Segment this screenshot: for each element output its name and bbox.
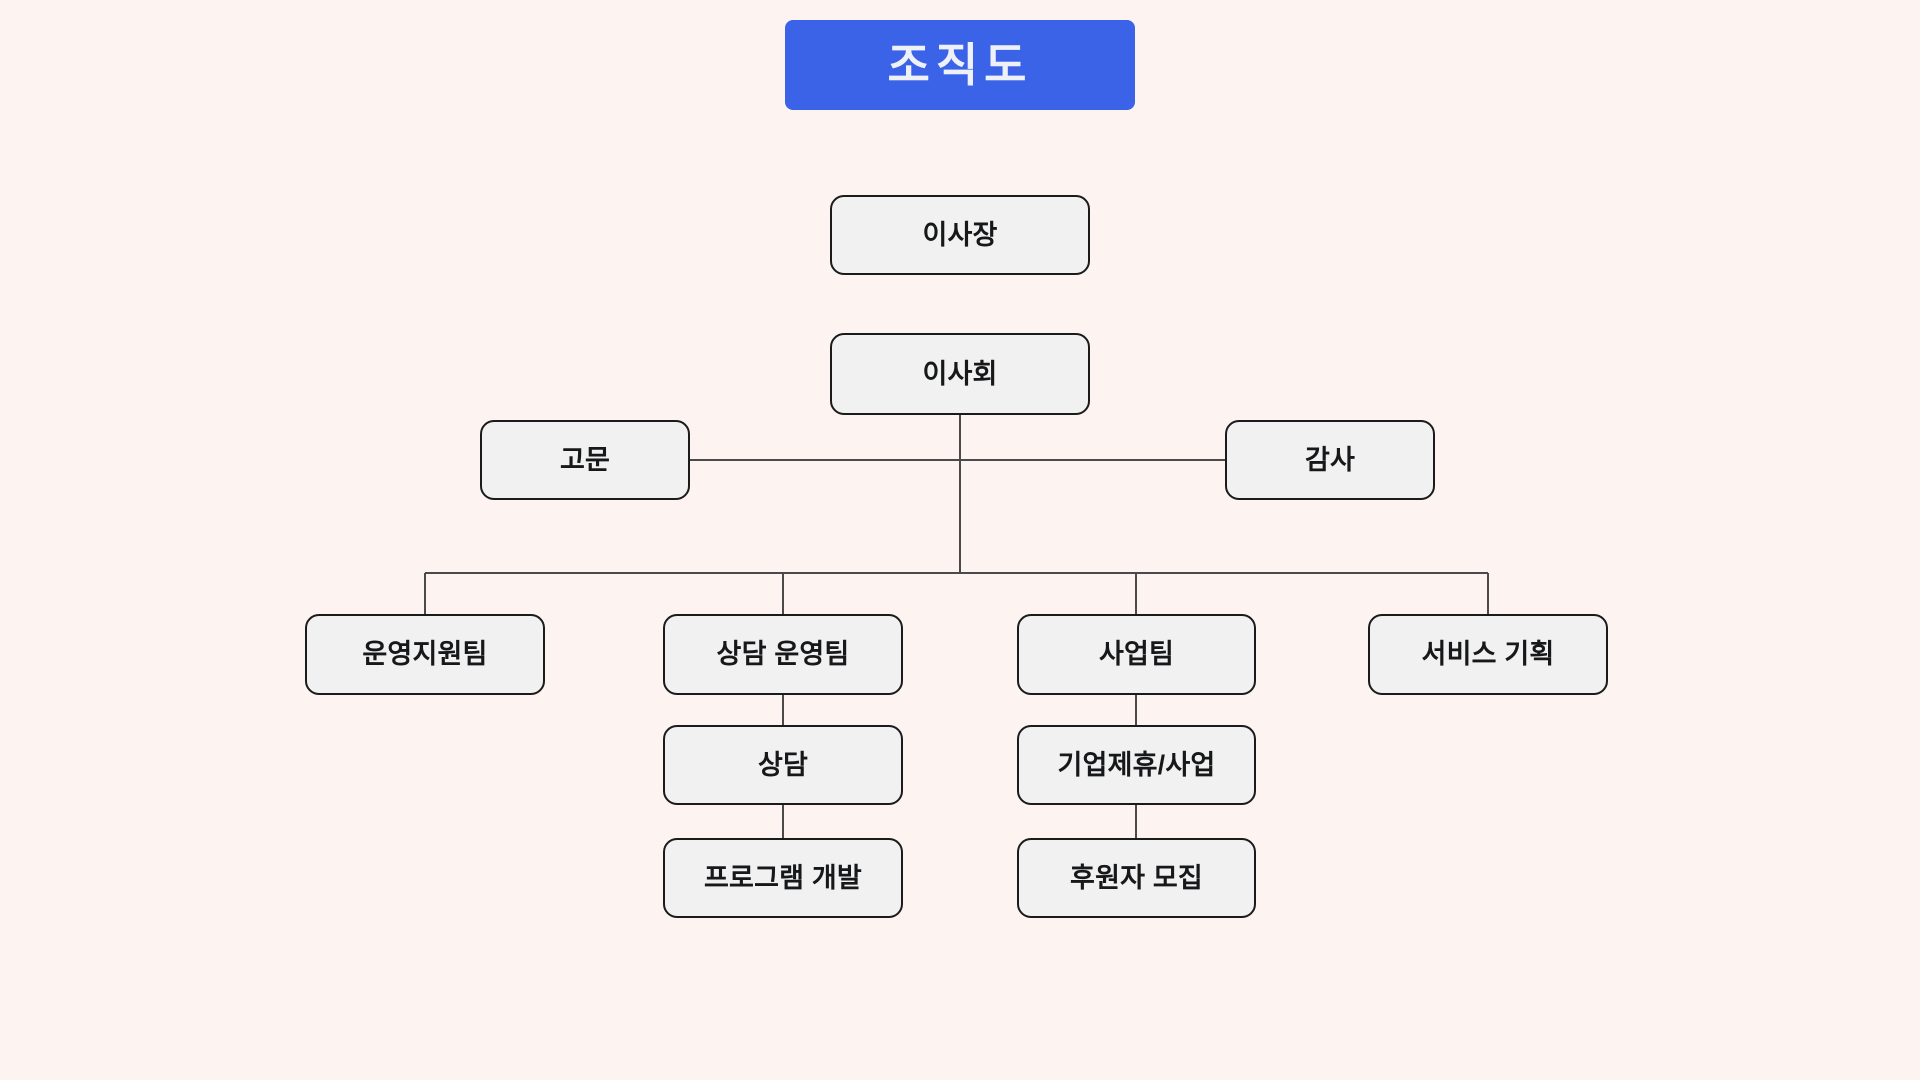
node-counseling-label: 상담 bbox=[757, 749, 809, 780]
node-advisor-label: 고문 bbox=[559, 444, 611, 475]
node-program-development-label: 프로그램 개발 bbox=[704, 862, 862, 893]
node-chairman-label: 이사장 bbox=[922, 219, 998, 250]
node-auditor[interactable]: 감사 bbox=[1225, 420, 1435, 500]
chart-title-banner: 조직도 bbox=[785, 20, 1135, 110]
node-auditor-label: 감사 bbox=[1304, 444, 1356, 475]
chart-title-text: 조직도 bbox=[887, 39, 1033, 91]
node-advisor[interactable]: 고문 bbox=[480, 420, 690, 500]
node-counseling[interactable]: 상담 bbox=[663, 725, 903, 805]
node-service-planning-label: 서비스 기획 bbox=[1421, 639, 1555, 669]
node-board[interactable]: 이사회 bbox=[830, 333, 1090, 415]
node-business-team[interactable]: 사업팀 bbox=[1017, 614, 1256, 695]
node-chairman[interactable]: 이사장 bbox=[830, 195, 1090, 275]
node-board-label: 이사회 bbox=[922, 358, 998, 389]
node-service-planning[interactable]: 서비스 기획 bbox=[1368, 614, 1608, 695]
node-counseling-operations-team-label: 상담 운영팀 bbox=[716, 639, 850, 669]
node-operations-support-team[interactable]: 운영지원팀 bbox=[305, 614, 545, 695]
node-corporate-partnership[interactable]: 기업제휴/사업 bbox=[1017, 725, 1256, 805]
node-sponsor-recruitment-label: 후원자 모집 bbox=[1070, 862, 1203, 893]
node-business-team-label: 사업팀 bbox=[1098, 639, 1175, 669]
node-corporate-partnership-label: 기업제휴/사업 bbox=[1057, 749, 1216, 780]
node-program-development[interactable]: 프로그램 개발 bbox=[663, 838, 903, 918]
node-operations-support-team-label: 운영지원팀 bbox=[362, 639, 488, 669]
node-sponsor-recruitment[interactable]: 후원자 모집 bbox=[1017, 838, 1256, 918]
node-counseling-operations-team[interactable]: 상담 운영팀 bbox=[663, 614, 903, 695]
